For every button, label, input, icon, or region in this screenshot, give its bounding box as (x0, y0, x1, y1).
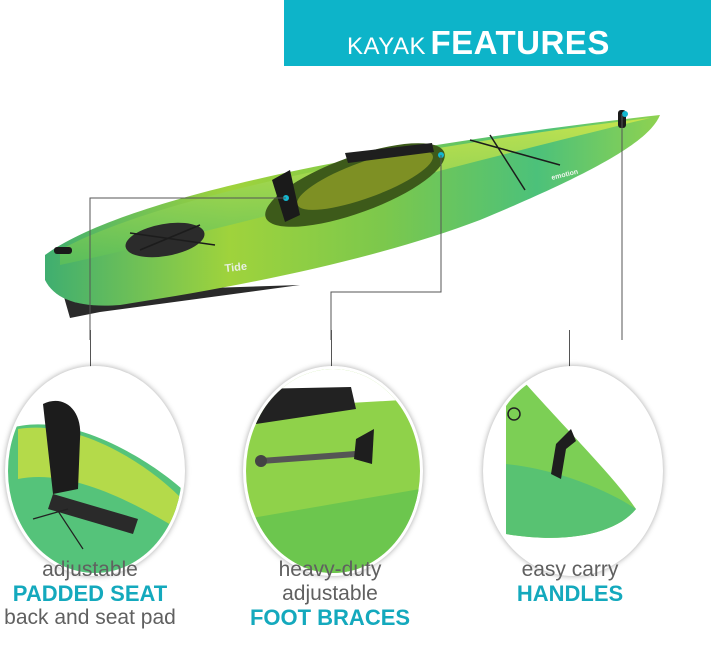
feature-braces-line2: adjustable (282, 582, 378, 605)
callout-line-foot-braces (331, 330, 332, 370)
feature-caption-seat: adjustable PADDED SEAT back and seat pad (0, 558, 180, 630)
feature-caption-handles: easy carry HANDLES (470, 558, 670, 606)
kayak-illustration: Tide emotion (45, 110, 660, 340)
handle-marker (622, 111, 628, 117)
cockpit-coaming-pad (345, 143, 434, 163)
feature-braces-line1: heavy-duty (278, 558, 382, 581)
feature-handles-title: HANDLES (516, 581, 624, 606)
banner-prefix: KAYAK (347, 33, 426, 60)
banner-title: KAYAK FEATURES (347, 24, 610, 62)
features-banner: KAYAK FEATURES (284, 0, 711, 66)
model-label: Tide (224, 261, 248, 275)
feature-seat-title: PADDED SEAT (12, 581, 168, 606)
callout-line-seat (90, 330, 91, 370)
feature-caption-foot-braces: heavy-duty adjustable FOOT BRACES (230, 558, 430, 630)
stern-handle (54, 247, 72, 254)
feature-braces-title: FOOT BRACES (249, 605, 411, 630)
seat-closeup-icon (5, 366, 185, 576)
feature-seat-line3: back and seat pad (4, 606, 176, 629)
feature-seat-line1: adjustable (42, 558, 138, 581)
callout-line-handles (569, 330, 570, 370)
handle-closeup-icon (483, 366, 663, 576)
feature-handles-line1: easy carry (521, 558, 619, 581)
foot-brace-closeup-icon (243, 366, 423, 576)
banner-main-title: FEATURES (430, 24, 610, 61)
